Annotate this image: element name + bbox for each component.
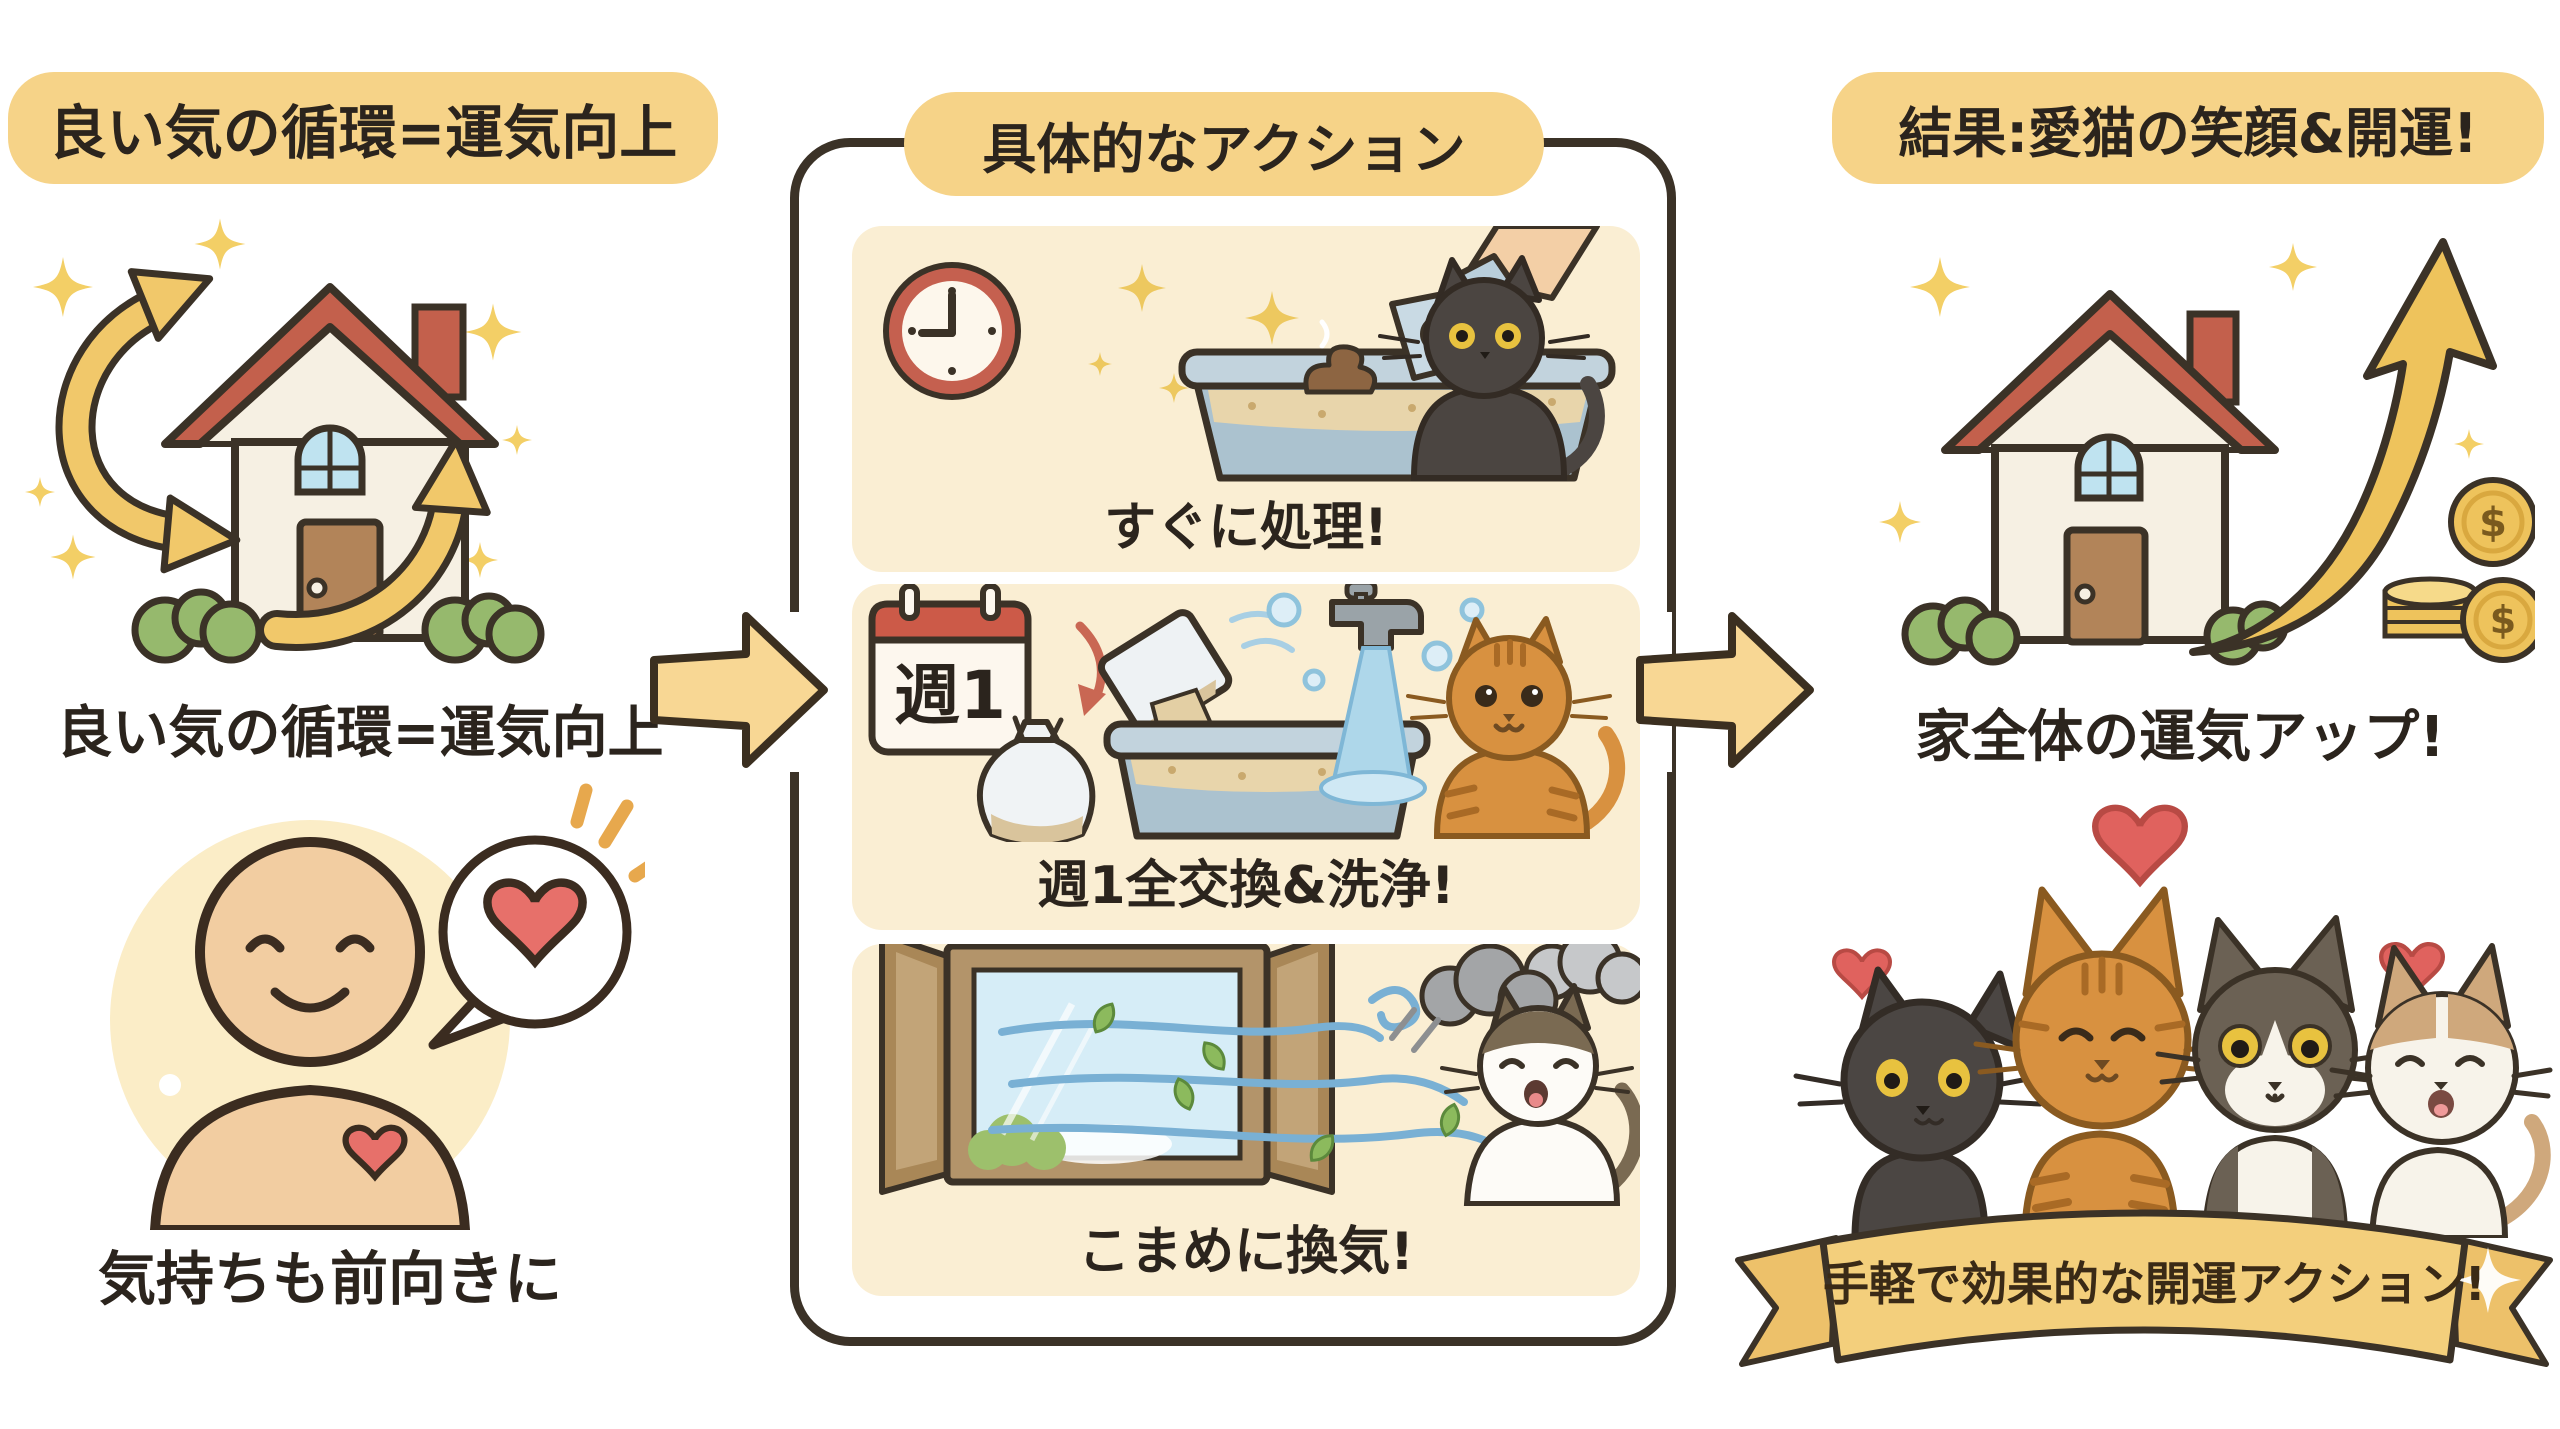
sparkle-icon — [2455, 1247, 2521, 1313]
leaf-icon — [1092, 1002, 1461, 1162]
left-house-caption: 良い気の循環=運気向上 — [0, 688, 720, 769]
right-header-pill: 結果:愛猫の笑顔&開運! — [1832, 72, 2544, 184]
banner-label-text: 手軽で効果的な開運アクション! — [1823, 1257, 2486, 1311]
dollar-coin-icon: $ — [2460, 577, 2535, 663]
calendar-icon: 週1 — [868, 584, 1032, 756]
orange-cat-icon — [1406, 616, 1626, 839]
panel-caption-scoop: すぐに処理! — [852, 485, 1640, 560]
wash-illustration: 週1 — [868, 584, 1626, 842]
action-panel-ventilate: こまめに換気! — [852, 944, 1640, 1296]
calendar-label: 週1 — [894, 657, 1006, 734]
right-header-label: 結果:愛猫の笑顔&開運! — [1898, 101, 2478, 165]
flow-arrow-right-icon — [1636, 612, 1814, 768]
banner-ribbon-icon — [1735, 1209, 2553, 1367]
red-arrow-icon — [1075, 621, 1106, 716]
chest-heart-icon — [342, 1124, 408, 1182]
left-house-caption-text: 良い気の循環=運気向上 — [56, 701, 664, 766]
coin-stack-icon — [2382, 576, 2478, 639]
house-circulation-illustration — [25, 218, 545, 664]
house-icon — [1901, 290, 2289, 666]
person-icon — [150, 837, 470, 1230]
positive-person-illustration — [110, 783, 645, 1230]
poop-icon — [1303, 319, 1378, 395]
flow-arrow-left-icon — [650, 612, 828, 768]
person-caption: 気持ちも前向きに — [40, 1232, 620, 1316]
rising-arrow-icon — [2189, 238, 2497, 656]
left-header-pill: 良い気の循環=運気向上 — [8, 72, 718, 184]
middle-header-label: 具体的なアクション — [982, 117, 1466, 181]
happy-cat-icon — [1440, 983, 1640, 1206]
black-cat-icon — [1378, 255, 1605, 481]
right-house-caption: 家全体の運気アップ! — [1840, 692, 2520, 773]
happy-cats-illustration — [1793, 804, 2553, 1238]
panel-caption-wash: 週1全交換&洗浄! — [852, 843, 1640, 918]
bubble-icon — [1266, 592, 1485, 692]
dollar-coin-icon: $ — [2448, 477, 2535, 567]
ventilation-illustration — [879, 944, 1640, 1206]
house-icon — [131, 283, 545, 664]
panel-caption-wash-text: 週1全交換&洗浄! — [1037, 856, 1455, 916]
gray-white-cat-icon — [2155, 915, 2393, 1238]
luck-up-house-illustration: $ $ — [1879, 238, 2535, 666]
emphasis-lines-icon — [570, 783, 645, 883]
action-panel-wash: 週1 — [852, 584, 1640, 930]
sparkle-icon — [1088, 264, 1299, 403]
sparkle-icon — [25, 218, 532, 580]
wind-lines-icon — [988, 986, 1514, 1162]
bush-icon — [1901, 596, 2289, 666]
window-icon — [879, 944, 1335, 1195]
scoop-illustration — [883, 226, 1616, 482]
calico-cat-icon — [2329, 943, 2553, 1238]
panel-caption-ventilate-text: こまめに換気! — [1078, 1222, 1414, 1282]
faucet-icon — [1319, 584, 1427, 806]
panel-caption-ventilate: こまめに換気! — [852, 1209, 1640, 1284]
circulation-arrows-icon — [55, 268, 491, 651]
bush-icon — [131, 588, 545, 664]
heart-speech-bubble-icon — [428, 783, 645, 1050]
litter-bag-icon — [976, 715, 1096, 842]
clock-icon — [883, 262, 1021, 400]
right-house-caption-text: 家全体の運気アップ! — [1915, 705, 2445, 770]
middle-header-pill: 具体的なアクション — [904, 92, 1544, 196]
panel-caption-scoop-text: すぐに処理! — [1104, 498, 1388, 558]
person-caption-text: 気持ちも前向きに — [97, 1245, 562, 1313]
action-panel-scoop: すぐに処理! — [852, 226, 1640, 572]
coin-symbol: $ — [2479, 500, 2507, 546]
left-header-label: 良い気の循環=運気向上 — [48, 99, 678, 167]
black-cat-icon — [1793, 966, 2047, 1238]
coin-symbol: $ — [2490, 598, 2516, 642]
banner-label: 手軽で効果的な開運アクション! — [1823, 1248, 2486, 1314]
